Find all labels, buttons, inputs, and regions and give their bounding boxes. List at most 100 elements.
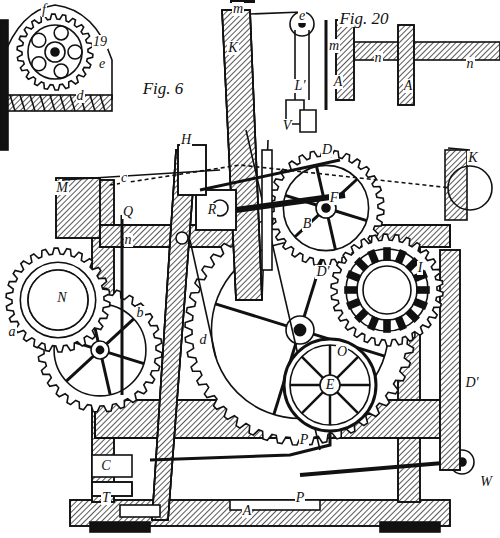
part-letter: d — [76, 89, 85, 103]
part-letter: P — [299, 433, 310, 447]
part-letter: P — [295, 491, 306, 505]
gear-hub — [91, 341, 109, 359]
part-letter: n — [124, 233, 133, 247]
peg-slot — [347, 271, 360, 281]
gear-spoke — [328, 218, 335, 250]
peg-slot — [347, 299, 360, 309]
gear-stroke — [284, 339, 376, 431]
part-letter: L' — [294, 79, 307, 93]
part-letter: c — [120, 171, 128, 185]
worm-thread — [90, 95, 95, 111]
lever-arm — [62, 145, 470, 520]
part-letter: m — [328, 39, 340, 53]
part-letter: V — [282, 119, 293, 133]
gear-spoke — [215, 304, 286, 326]
part-letter: D' — [315, 265, 330, 279]
gear-spoke — [107, 319, 134, 344]
peg-slot — [355, 258, 368, 271]
part-letter: A — [333, 75, 344, 89]
gear-stroke — [302, 392, 323, 413]
part-letter: B — [302, 217, 313, 231]
figure-caption: Fig. 6 — [142, 80, 185, 97]
gear-hole — [68, 45, 82, 59]
gear-wheel — [331, 234, 443, 346]
gear-wheel — [6, 248, 110, 352]
worm-thread — [10, 95, 15, 111]
gear-hole — [54, 64, 68, 78]
gear-rim — [20, 262, 95, 337]
part-letter: F — [329, 191, 340, 205]
peg-slot — [355, 309, 368, 322]
part-letter: Q — [122, 205, 134, 219]
part-letter: I — [417, 261, 424, 275]
part-letter: 19 — [92, 35, 108, 49]
part-letter: W — [479, 475, 493, 489]
worm-thread — [70, 95, 75, 111]
gear-stroke — [337, 357, 358, 378]
gear-wheel — [17, 14, 93, 90]
worm-thread — [50, 95, 55, 111]
part-letter: m — [232, 2, 244, 16]
gear-hole — [32, 33, 46, 47]
figure-caption: Fig. 20 — [338, 10, 389, 27]
peg-slot — [396, 250, 406, 263]
part-letter: E — [325, 378, 336, 392]
gear-spoke — [102, 359, 110, 395]
gear-stroke — [340, 384, 370, 387]
part-letter: K — [227, 41, 238, 55]
roller — [28, 270, 88, 330]
peg-slot — [406, 309, 419, 322]
gear-spoke — [317, 166, 324, 198]
worm-thread — [100, 95, 105, 111]
worm-thread — [40, 95, 45, 111]
worm-thread — [20, 95, 25, 111]
part-letter: T — [101, 491, 111, 505]
part-letter: n — [466, 57, 475, 71]
roller-core — [363, 266, 411, 314]
gear-axle — [294, 324, 305, 335]
gear-stroke — [290, 384, 320, 387]
part-letter: H — [180, 133, 192, 147]
gear-teeth — [331, 234, 443, 346]
gear-teeth — [17, 14, 93, 90]
gear-teeth — [6, 248, 110, 352]
part-letter: R — [207, 203, 218, 217]
gear-spoke — [66, 356, 93, 381]
gear-spoke — [295, 215, 319, 237]
part-letter: C — [100, 459, 111, 473]
part-letter: e — [98, 57, 106, 71]
gear-rim — [28, 25, 82, 79]
part-letter: K — [467, 151, 478, 165]
worm-thread — [60, 95, 65, 111]
gear-axle — [322, 204, 330, 212]
gear-axle — [51, 48, 59, 56]
peg-slot — [384, 248, 390, 260]
part-letter: O — [336, 345, 348, 359]
part-letter: A — [403, 79, 414, 93]
gear-hole — [54, 26, 68, 40]
peg-slot — [414, 299, 427, 309]
gear-hole — [32, 57, 46, 71]
part-letter: d — [199, 333, 208, 347]
fig19-housing — [0, 5, 112, 150]
gear-stroke — [329, 395, 332, 425]
gear-hub — [28, 270, 88, 330]
peg-slot — [396, 317, 406, 330]
fig20-shaft — [326, 20, 500, 110]
gear-stroke — [290, 345, 370, 425]
part-letter: D' — [464, 376, 479, 390]
gear-stroke — [320, 375, 340, 395]
peg-slot — [368, 317, 378, 330]
part-letter: M — [55, 181, 69, 195]
part-letter: N — [56, 291, 67, 305]
peg-slot — [417, 287, 429, 293]
part-letter: n — [374, 51, 383, 65]
peg-slot — [345, 287, 357, 293]
part-letter: f — [41, 3, 47, 17]
gear-axle — [96, 346, 103, 353]
worm-thread — [30, 95, 35, 111]
part-letter: D — [321, 143, 333, 157]
gear-stroke — [302, 357, 323, 378]
gear-stroke — [329, 345, 332, 375]
